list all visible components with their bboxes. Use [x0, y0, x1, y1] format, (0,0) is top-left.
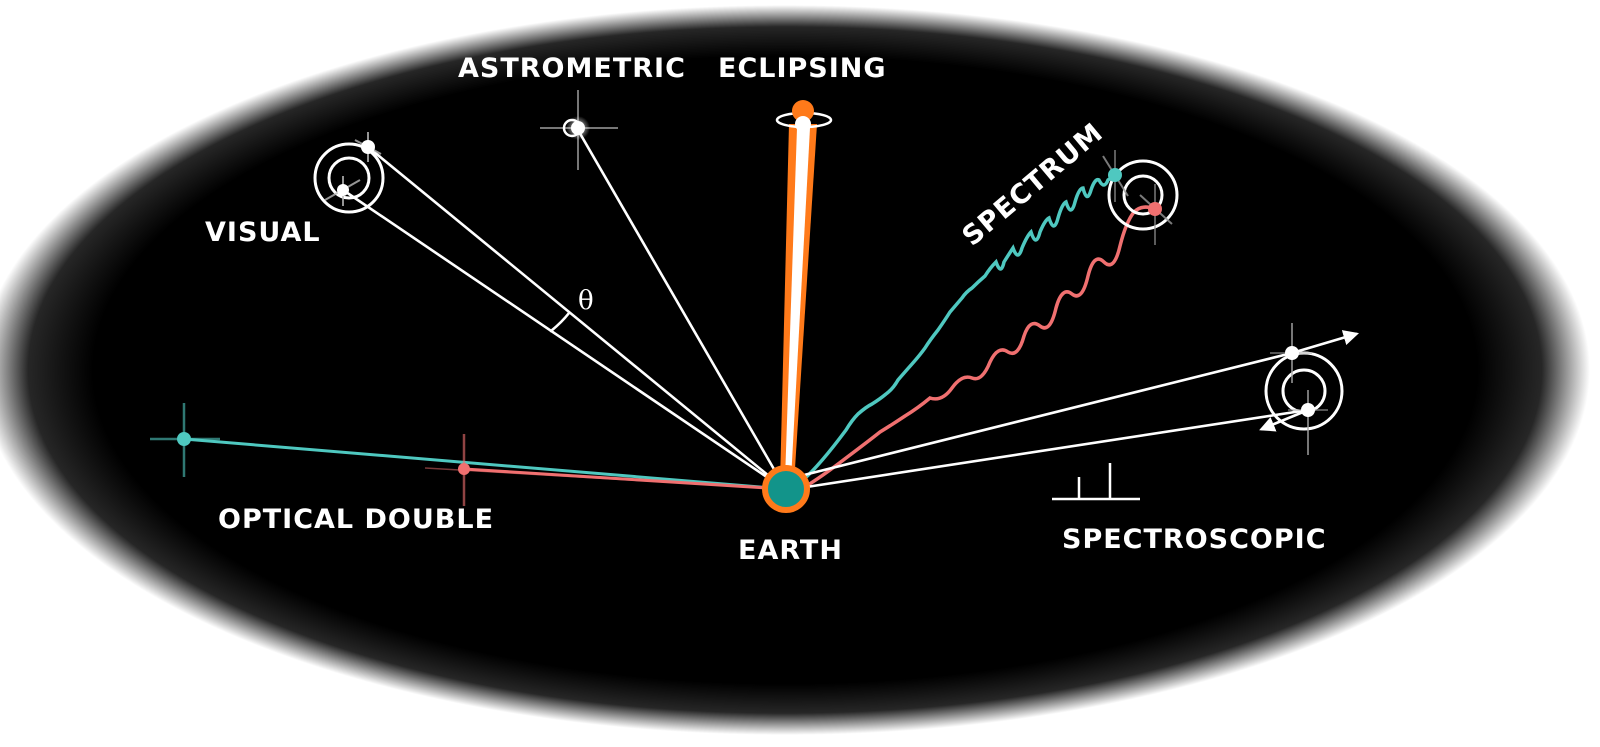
teal-spectrum-wave [801, 173, 1117, 482]
salmon-spectrum-wave [801, 205, 1157, 490]
earth-icon [762, 465, 810, 513]
spectrum-orbit-inner [1122, 174, 1164, 216]
visual-orbit-inner [327, 156, 371, 200]
spectral-lines-icon [1052, 463, 1140, 501]
astrometric-sightline [576, 128, 788, 492]
visual-orbit-outer [313, 142, 385, 214]
eclipsing-star-white [795, 116, 811, 132]
spectroscopic-motion-arrow-right [1290, 330, 1359, 355]
visual-sightline-b [341, 188, 788, 492]
spectrum-orbit-outer [1107, 159, 1179, 231]
visual-star-primary [354, 132, 382, 162]
spectrum-star-teal [1102, 150, 1129, 202]
optical-double: OPTICAL DOUBLE [150, 403, 785, 535]
eclipsing-star-orange [792, 100, 814, 122]
optical-double-teal-sightline [183, 437, 785, 491]
spectroscopic-sightline-b [798, 408, 1310, 490]
spectrum-star-salmon [1139, 184, 1173, 245]
optical-double-salmon-star [458, 434, 470, 506]
visual-label: VISUAL [205, 217, 321, 248]
optical-double-label: OPTICAL DOUBLE [218, 504, 494, 535]
theta-label: θ [578, 286, 594, 316]
earth: EARTH [738, 465, 843, 566]
spectroscopic-star-b [1288, 390, 1328, 455]
theta-angle-arc [549, 311, 571, 333]
spectroscopic-binary: SPECTROSCOPIC [798, 323, 1359, 555]
eclipsing-binary: ECLIPSING [718, 53, 887, 484]
spectroscopic-sightline-a [798, 351, 1294, 478]
spectroscopic-label: SPECTROSCOPIC [1062, 524, 1327, 555]
spectroscopic-star-a [1270, 323, 1312, 383]
eclipsing-label: ECLIPSING [718, 53, 887, 84]
astrometric-label: ASTROMETRIC [458, 53, 686, 84]
optical-double-teal-star [150, 403, 220, 477]
astrometric-binary: ASTROMETRIC [458, 53, 788, 492]
visual-star-secondary [324, 176, 361, 206]
eclipsing-beam-white [785, 128, 810, 480]
visual-binary: VISUAL θ [205, 132, 788, 492]
astrometric-star [540, 90, 618, 170]
earth-label: EARTH [738, 535, 843, 566]
visual-sightline-a [366, 145, 788, 492]
